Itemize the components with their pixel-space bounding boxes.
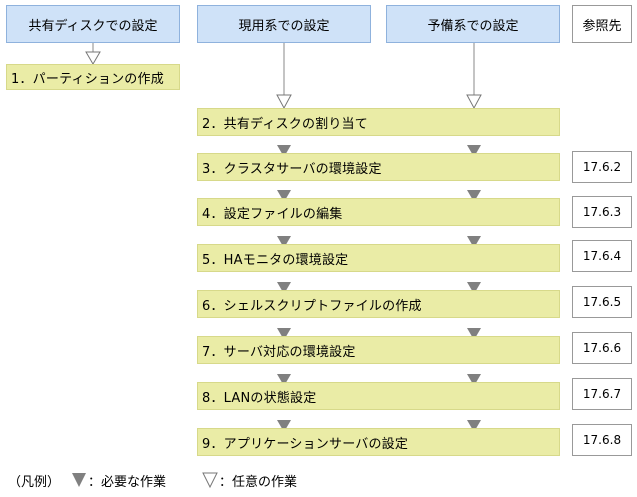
required-arrow-icon xyxy=(277,145,291,157)
step-3-label: 3．クラスタサーバの環境設定 xyxy=(202,161,382,177)
step-2-label: 2．共有ディスクの割り当て xyxy=(202,116,368,132)
reference-step-4: 17.6.3 xyxy=(572,196,632,228)
required-arrow-icon xyxy=(277,236,291,248)
step-9-label: 9．アプリケーションサーバの設定 xyxy=(202,436,409,452)
required-arrow-icon xyxy=(467,236,481,248)
step-1-label: 1．パーティションの作成 xyxy=(11,71,164,87)
reference-step-8-label: 17.6.7 xyxy=(582,387,622,401)
step-7-label: 7．サーバ対応の環境設定 xyxy=(202,344,356,360)
reference-step-7-label: 17.6.6 xyxy=(582,341,622,355)
reference-step-5-label: 17.6.4 xyxy=(582,249,622,263)
required-arrow-icon xyxy=(467,328,481,340)
legend-optional: ：任意の作業 xyxy=(219,468,297,492)
step-9: 9．アプリケーションサーバの設定 xyxy=(197,428,560,456)
legend-prefix: （凡例） xyxy=(8,468,60,492)
header-reference-label: 参照先 xyxy=(582,18,622,34)
required-arrow-icon xyxy=(467,145,481,157)
reference-step-8: 17.6.7 xyxy=(572,378,632,410)
required-arrow-icon xyxy=(467,420,481,432)
required-arrow-icon xyxy=(277,374,291,386)
step-3: 3．クラスタサーバの環境設定 xyxy=(197,153,560,181)
legend-optional-label: ：任意の作業 xyxy=(219,474,298,490)
header-shared-disk: 共有ディスクでの設定 xyxy=(6,5,180,43)
step-8-label: 8．LANの状態設定 xyxy=(202,390,317,406)
reference-step-6: 17.6.5 xyxy=(572,286,632,318)
legend-required-icon xyxy=(72,473,86,487)
step-6: 6．シェルスクリプトファイルの作成 xyxy=(197,290,560,318)
legend-optional-icon xyxy=(202,472,218,489)
reference-step-9-label: 17.6.8 xyxy=(582,433,622,447)
step-7: 7．サーバ対応の環境設定 xyxy=(197,336,560,364)
header-standby: 予備系での設定 xyxy=(386,5,560,43)
header-active-label: 現用系での設定 xyxy=(238,18,330,34)
required-arrow-icon xyxy=(467,374,481,386)
reference-step-3-label: 17.6.2 xyxy=(582,160,622,174)
header-active: 現用系での設定 xyxy=(197,5,371,43)
required-arrow-icon xyxy=(277,420,291,432)
step-1: 1．パーティションの作成 xyxy=(6,64,180,90)
required-arrow-icon xyxy=(467,282,481,294)
step-5-label: 5．HAモニタの環境設定 xyxy=(202,252,349,268)
required-arrow-icon xyxy=(277,328,291,340)
legend-required-label: ：必要な作業 xyxy=(88,474,167,490)
reference-step-9: 17.6.8 xyxy=(572,424,632,456)
optional-arrow-icon xyxy=(85,51,101,65)
reference-step-5: 17.6.4 xyxy=(572,240,632,272)
reference-step-4-label: 17.6.3 xyxy=(582,205,622,219)
reference-step-6-label: 17.6.5 xyxy=(582,295,622,309)
required-arrow-icon xyxy=(277,190,291,202)
step-2: 2．共有ディスクの割り当て xyxy=(197,108,560,136)
required-arrow-icon xyxy=(467,190,481,202)
legend-required: ：必要な作業 xyxy=(88,468,166,492)
step-6-label: 6．シェルスクリプトファイルの作成 xyxy=(202,298,422,314)
optional-arrow-icon xyxy=(466,94,482,110)
step-5: 5．HAモニタの環境設定 xyxy=(197,244,560,272)
reference-step-3: 17.6.2 xyxy=(572,151,632,183)
step-4-label: 4．設定ファイルの編集 xyxy=(202,206,343,222)
legend-prefix-label: （凡例） xyxy=(8,474,61,490)
header-reference: 参照先 xyxy=(572,5,632,43)
required-arrow-icon xyxy=(277,282,291,294)
reference-step-7: 17.6.6 xyxy=(572,332,632,364)
optional-arrow-icon xyxy=(276,94,292,110)
step-4: 4．設定ファイルの編集 xyxy=(197,198,560,226)
header-standby-label: 予備系での設定 xyxy=(427,18,519,34)
header-shared-disk-label: 共有ディスクでの設定 xyxy=(28,18,158,34)
step-8: 8．LANの状態設定 xyxy=(197,382,560,410)
